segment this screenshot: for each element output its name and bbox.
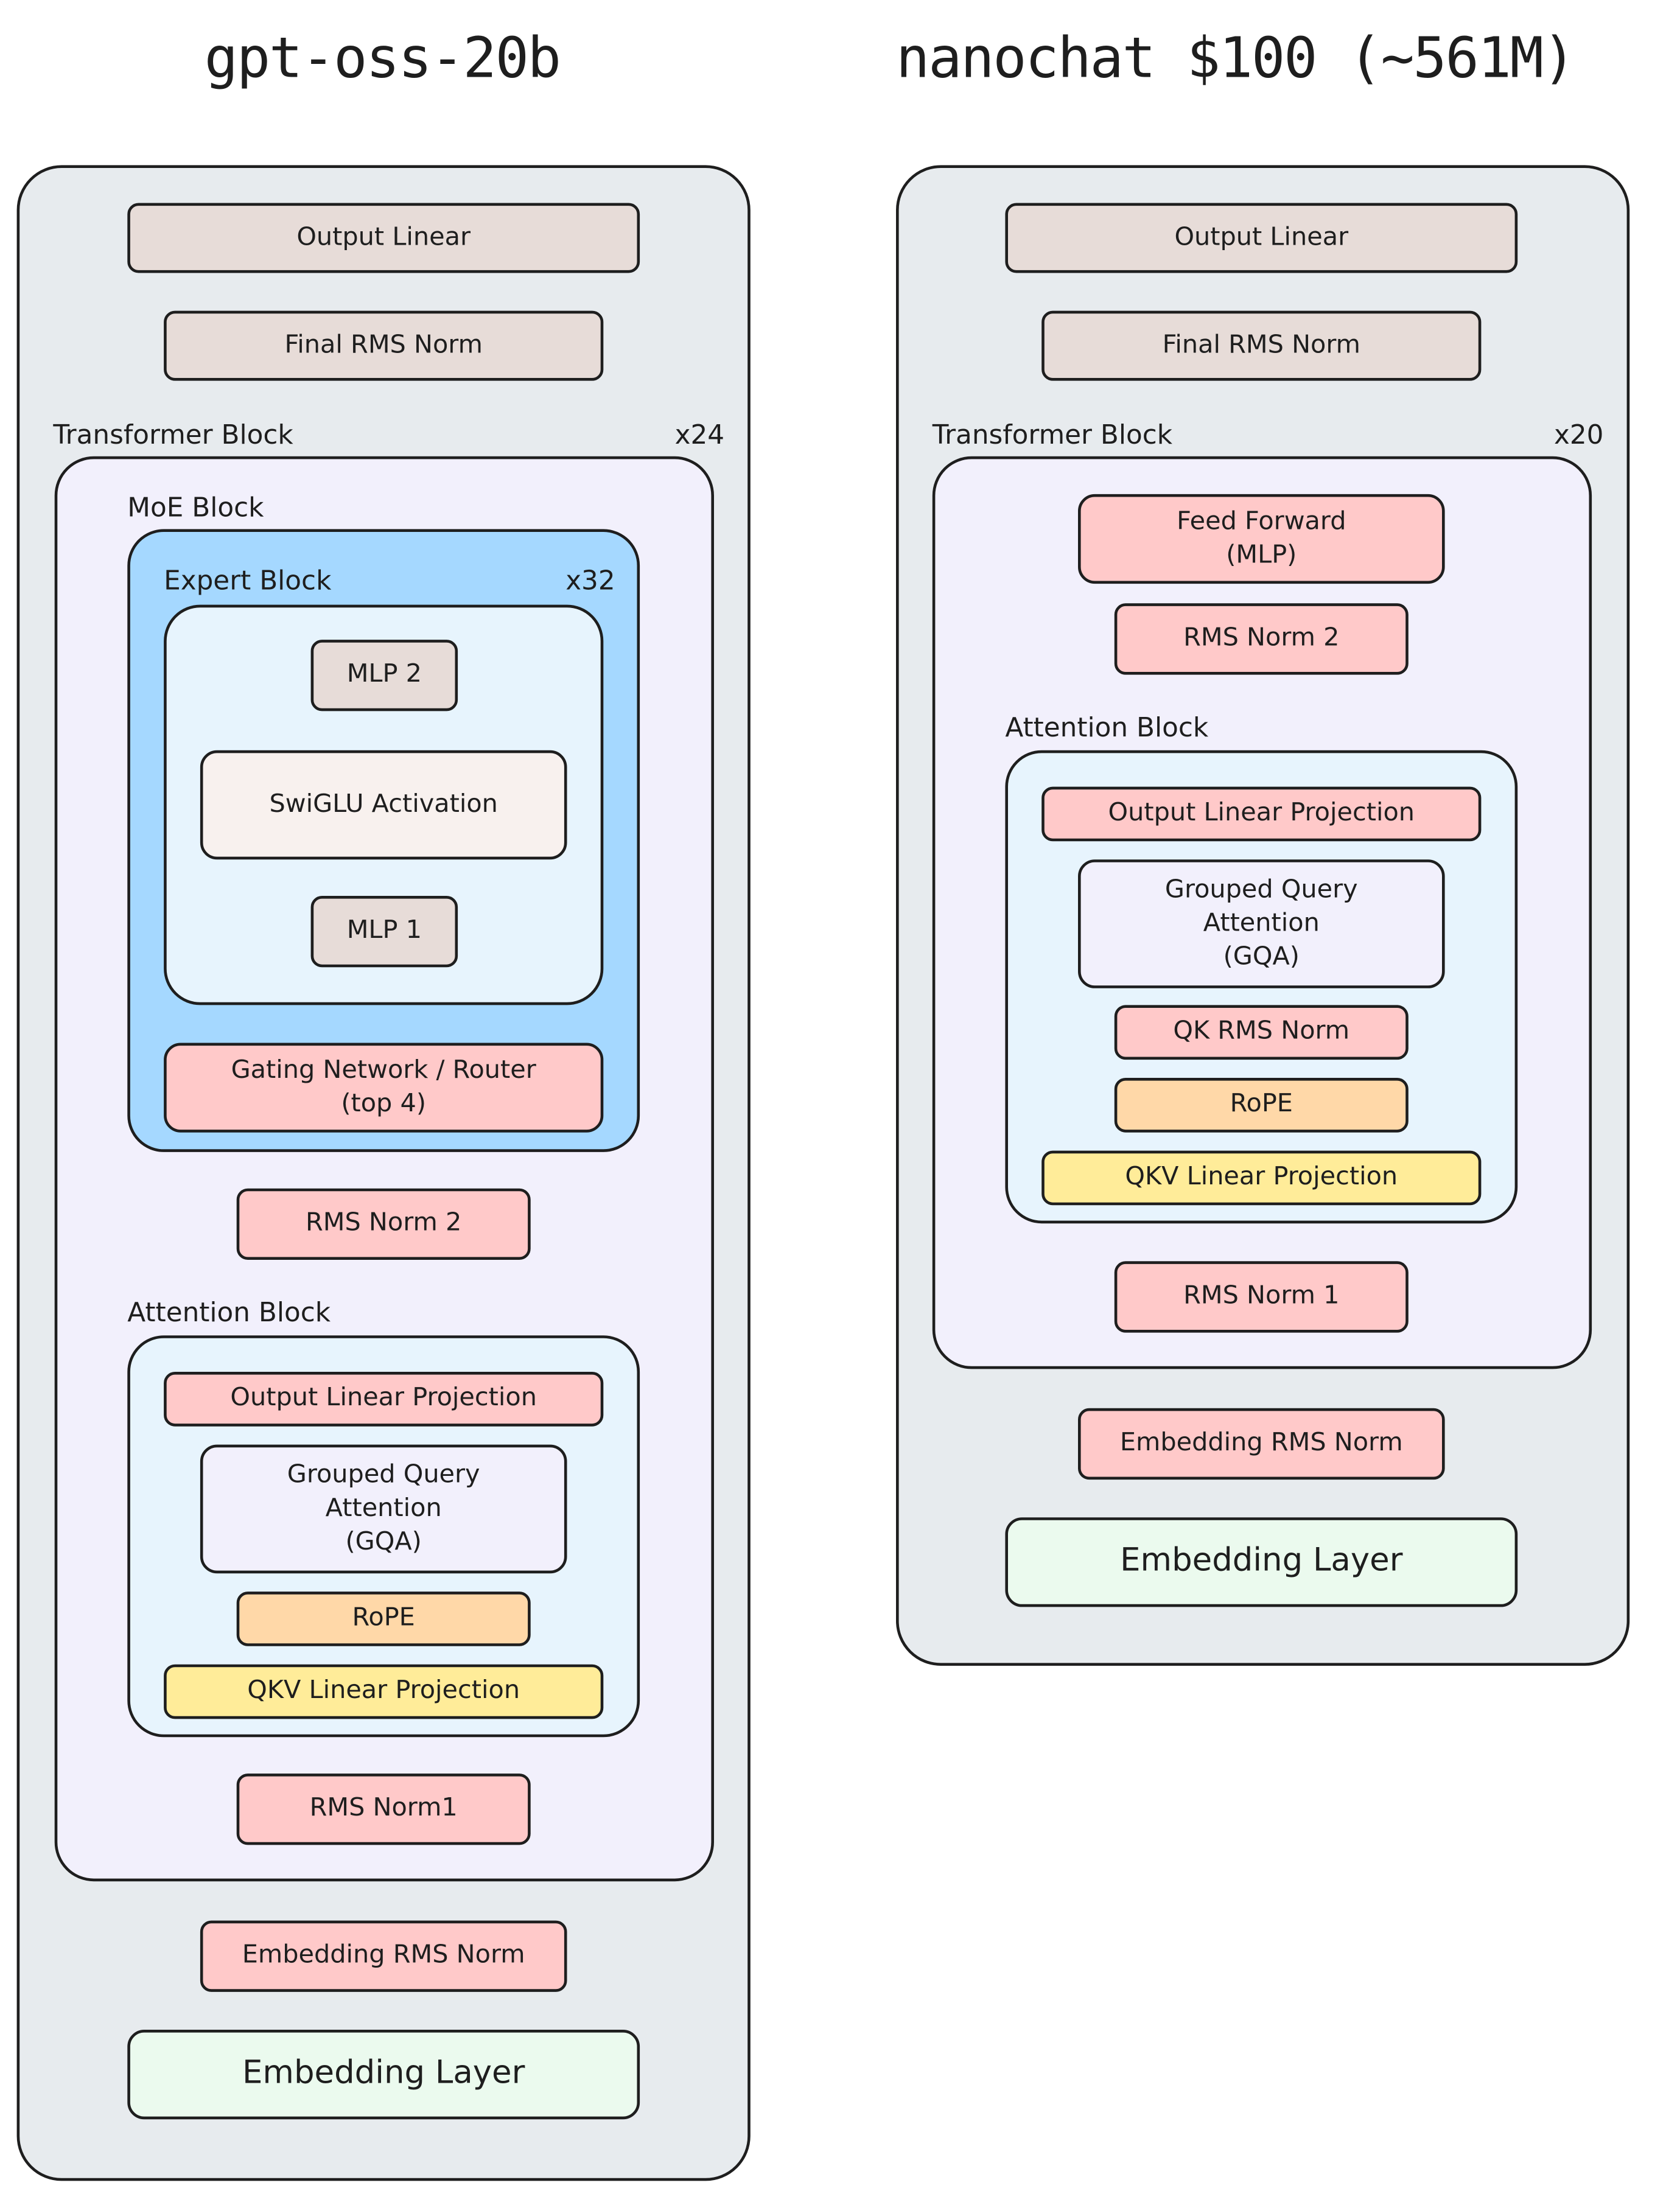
left-title: gpt-oss-20b: [204, 26, 561, 91]
right-attention-block-label: Attention Block: [1005, 712, 1209, 744]
left-transformer-block-repeat: x24: [674, 420, 725, 451]
right-transformer-block-label: Transformer Block: [932, 420, 1173, 451]
left-output-linear: Output Linear: [127, 203, 640, 273]
left-expert-block-label: Expert Block: [164, 565, 332, 596]
left-final-rms-norm: Final RMS Norm: [164, 310, 604, 381]
left-grouped-query-attention: Grouped Query Attention (GQA): [200, 1444, 567, 1574]
left-moe-block-label: MoE Block: [127, 492, 264, 524]
left-mlp1: MLP 1: [310, 896, 458, 968]
right-title: nanochat $100 (~561M): [896, 26, 1576, 91]
right-rms-norm-2: RMS Norm 2: [1114, 603, 1409, 675]
right-final-rms-norm: Final RMS Norm: [1041, 310, 1482, 381]
right-grouped-query-attention: Grouped Query Attention (GQA): [1078, 859, 1445, 988]
left-rms-norm-2: RMS Norm 2: [236, 1188, 531, 1260]
left-output-linear-projection: Output Linear Projection: [164, 1372, 604, 1427]
left-rms-norm-1: RMS Norm1: [236, 1773, 531, 1845]
right-output-linear-projection: Output Linear Projection: [1041, 786, 1482, 842]
right-transformer-block-repeat: x20: [1554, 420, 1604, 451]
left-rope: RoPE: [236, 1592, 531, 1646]
right-feed-forward: Feed Forward (MLP): [1078, 494, 1445, 584]
right-output-linear: Output Linear: [1005, 203, 1518, 273]
left-transformer-block-label: Transformer Block: [53, 420, 293, 451]
left-gating-router: Gating Network / Router (top 4): [164, 1043, 604, 1133]
left-embedding-rms-norm: Embedding RMS Norm: [200, 1920, 567, 1992]
right-qkv-linear-projection: QKV Linear Projection: [1041, 1150, 1482, 1206]
left-attention-block-label: Attention Block: [127, 1298, 331, 1329]
left-embedding-layer: Embedding Layer: [127, 2030, 640, 2120]
right-embedding-rms-norm: Embedding RMS Norm: [1078, 1408, 1445, 1480]
right-qk-rms-norm: QK RMS Norm: [1114, 1005, 1409, 1060]
left-swiglu-activation: SwiGLU Activation: [200, 750, 567, 860]
right-rms-norm-1: RMS Norm 1: [1114, 1261, 1409, 1333]
left-mlp2: MLP 2: [310, 640, 458, 711]
right-embedding-layer: Embedding Layer: [1005, 1517, 1518, 1607]
left-expert-block-repeat: x32: [565, 565, 615, 596]
left-qkv-linear-projection: QKV Linear Projection: [164, 1664, 604, 1719]
right-rope: RoPE: [1114, 1078, 1409, 1133]
